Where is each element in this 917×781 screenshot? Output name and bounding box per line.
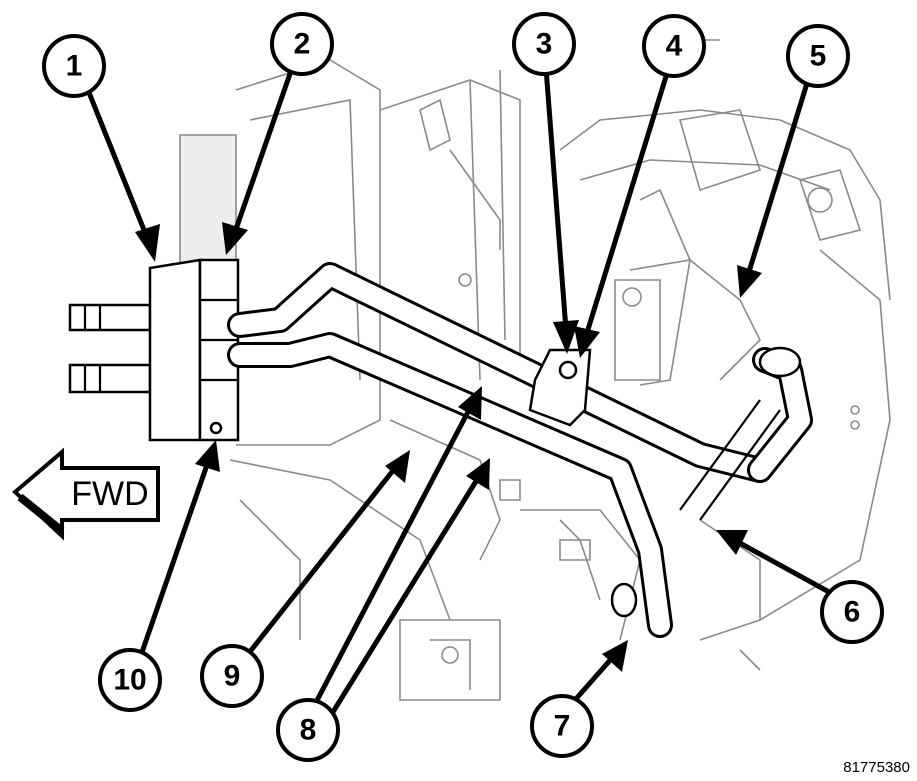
leader-2 [232, 67, 295, 233]
fwd-label: FWD [71, 475, 148, 513]
callout-5: 5 [786, 24, 850, 88]
callout-4: 4 [642, 14, 706, 78]
callout-8: 8 [276, 698, 340, 762]
callout-1-number: 1 [66, 50, 83, 83]
callout-1: 1 [42, 34, 106, 98]
callout-9: 9 [200, 644, 264, 708]
clamp-screw [558, 360, 578, 380]
leader-8b [325, 476, 481, 722]
callout-3: 3 [512, 12, 576, 76]
callout-5-number: 5 [810, 40, 827, 73]
callout-9-number: 9 [224, 660, 241, 693]
tube-flange-block [148, 258, 202, 442]
leader-6 [736, 539, 842, 601]
callout-3-number: 3 [536, 28, 553, 61]
callout-2-number: 2 [294, 28, 311, 61]
tube-clamp [528, 348, 592, 427]
leader-10 [137, 461, 211, 659]
callout-7-number: 7 [554, 710, 571, 743]
forward-direction-indicator: FWD [11, 447, 160, 541]
callout-8-number: 8 [300, 714, 317, 747]
inlet-nipple [68, 303, 152, 332]
upper-tube-end-fitting [758, 346, 802, 378]
callout-10: 10 [98, 648, 162, 712]
callout-4-number: 4 [666, 30, 683, 63]
fwd-arrow-icon [11, 447, 160, 541]
callout-2: 2 [270, 12, 334, 76]
leader-9 [243, 466, 397, 660]
lower-tube-end-fitting [610, 582, 638, 618]
flange-screw [209, 421, 223, 435]
callout-6-number: 6 [844, 596, 861, 629]
heater-core-tube-assembly [68, 258, 813, 638]
leader-arrows [85, 67, 842, 722]
leader-1 [85, 89, 151, 241]
leader-8a [309, 406, 473, 712]
leader-4 [583, 69, 671, 337]
callout-6: 6 [820, 580, 884, 644]
leader-5 [745, 79, 811, 276]
callout-10-number: 10 [113, 664, 146, 697]
outlet-nipple [68, 363, 152, 394]
leader-3 [543, 67, 569, 331]
figure-id-label: 81775380 [843, 759, 910, 776]
leader-7 [573, 656, 614, 702]
callout-7: 7 [530, 694, 594, 758]
